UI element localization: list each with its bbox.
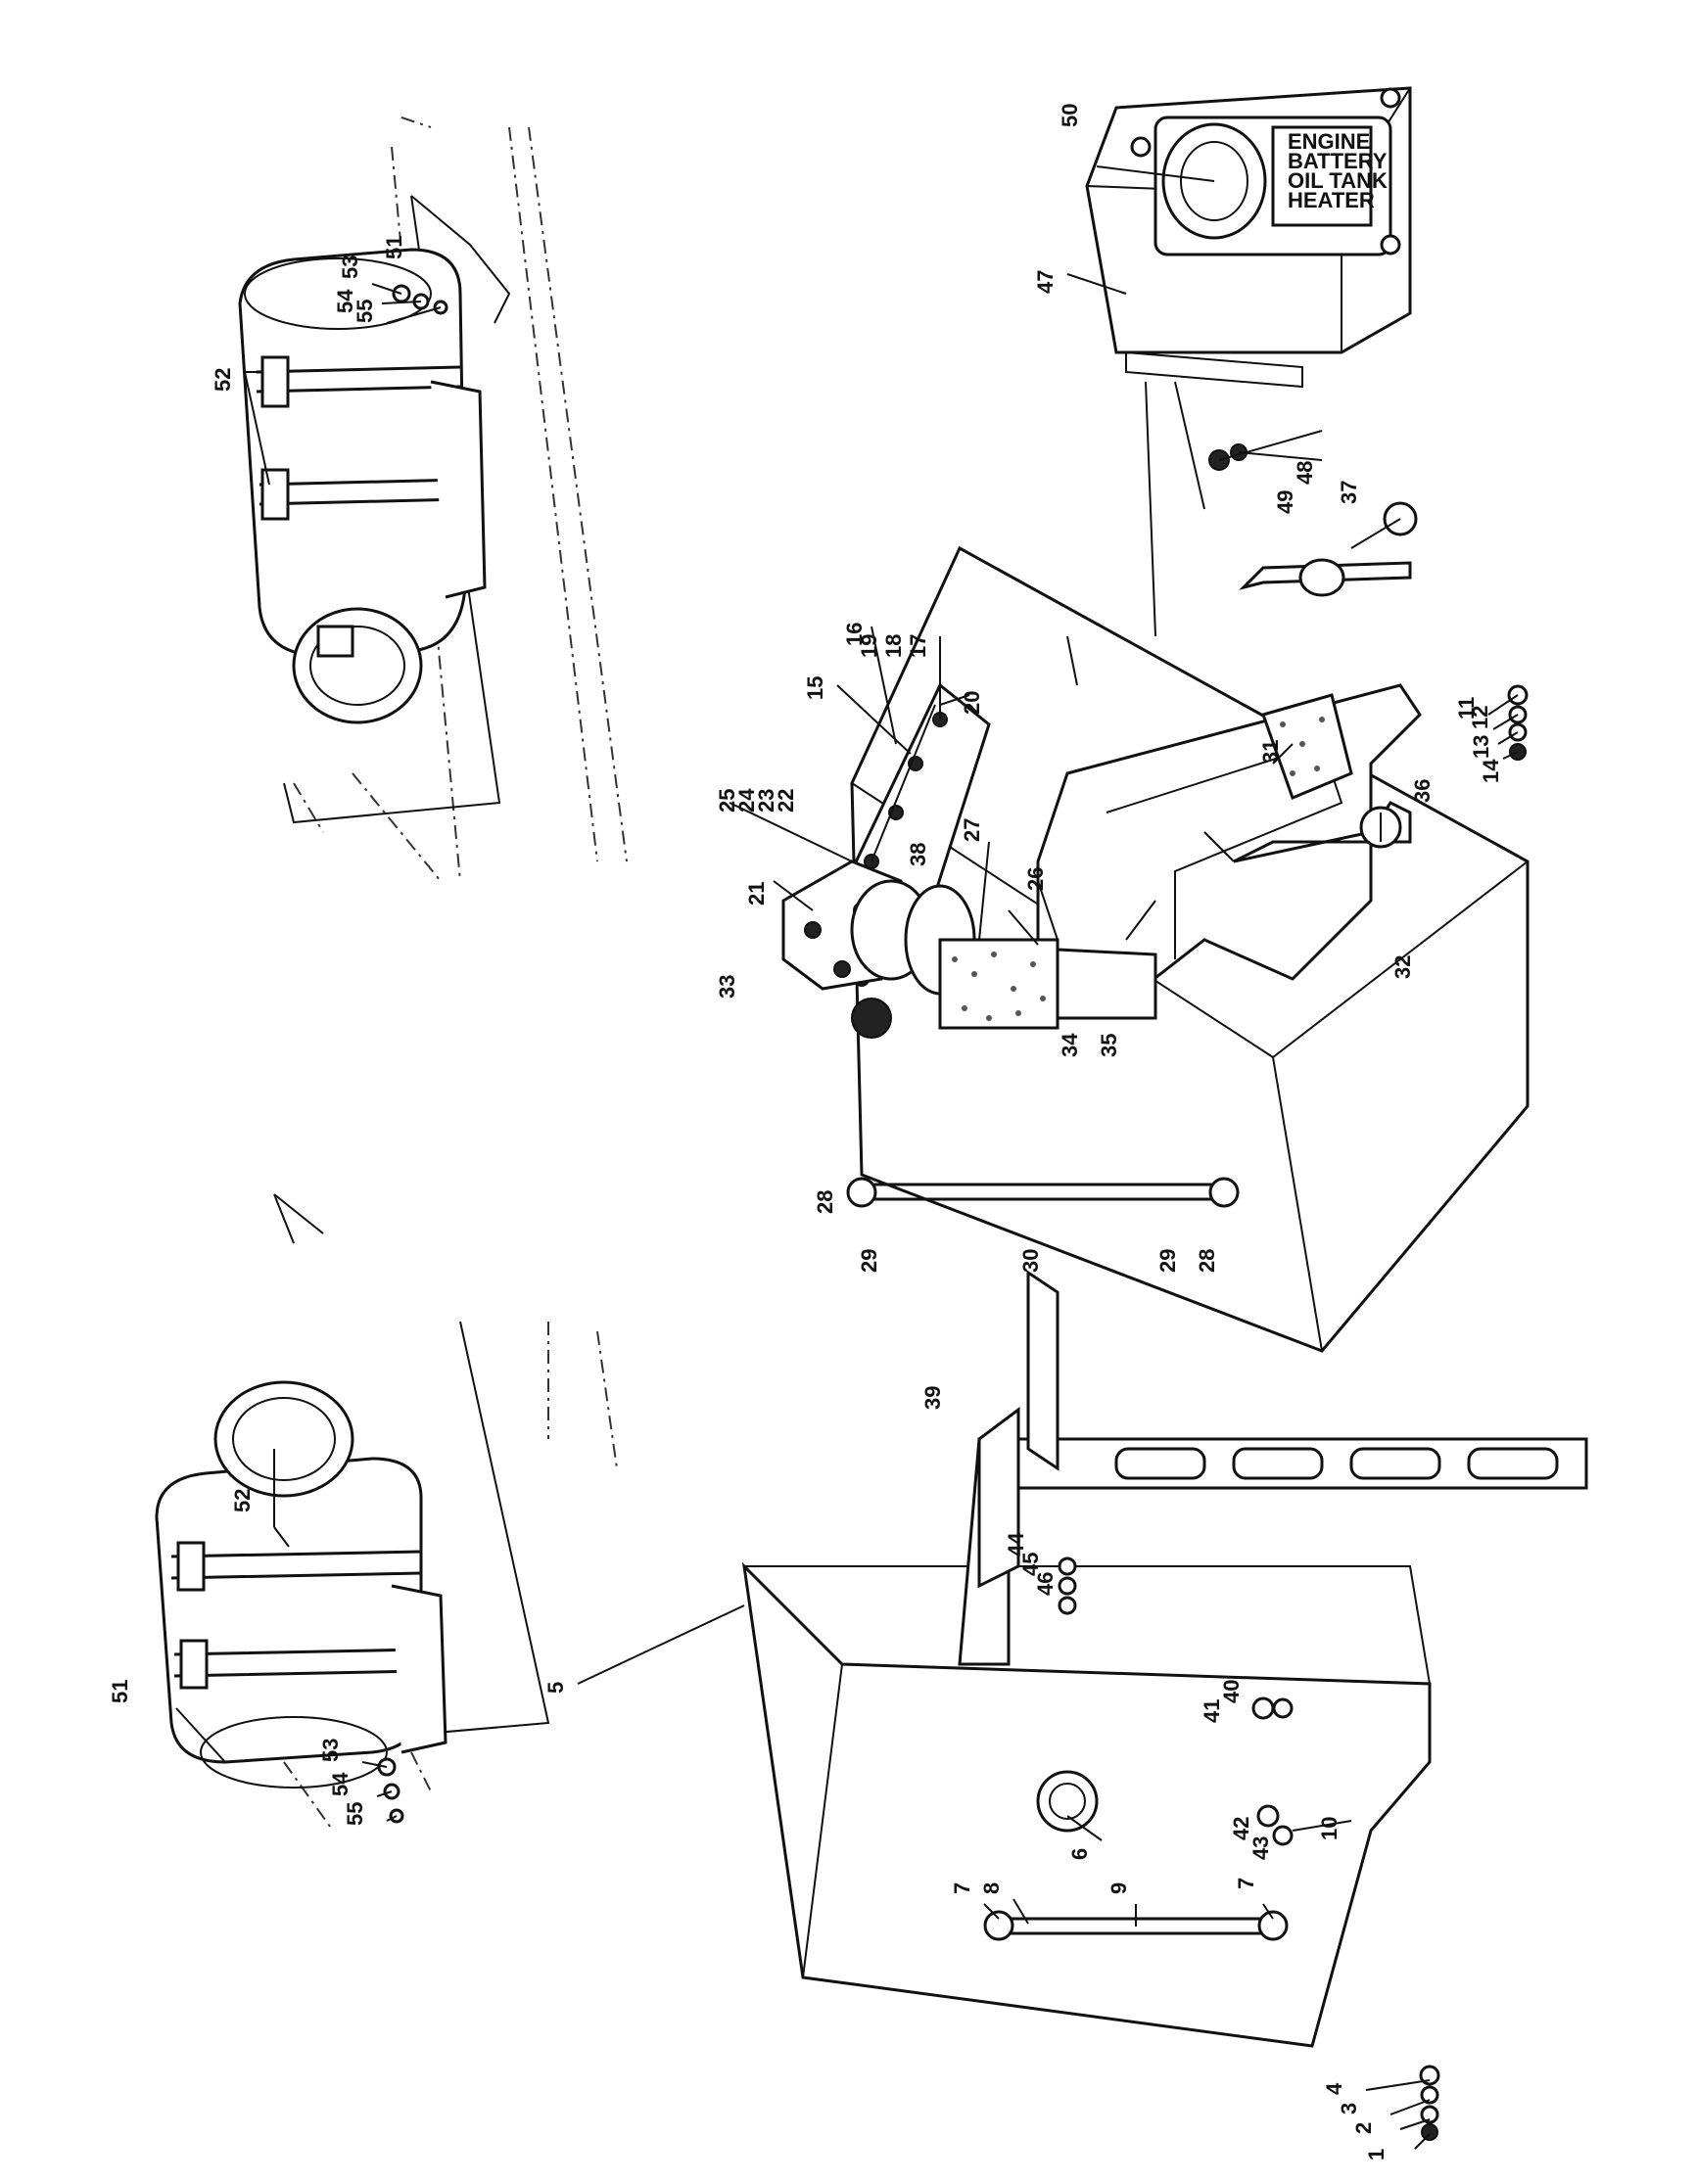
leader-lines bbox=[175, 165, 1519, 2150]
callout-5: 5 bbox=[543, 1682, 568, 1694]
callout-44: 44 bbox=[1004, 1532, 1028, 1557]
callout-25: 25 bbox=[715, 789, 739, 813]
callout-42: 42 bbox=[1229, 1817, 1253, 1840]
nameplate-line-1: ENGINE bbox=[1288, 129, 1370, 154]
callout-27: 27 bbox=[960, 818, 984, 842]
callout-4: 4 bbox=[1322, 2082, 1346, 2095]
callout-12: 12 bbox=[1468, 706, 1492, 729]
callout-48: 48 bbox=[1293, 461, 1317, 485]
callout-32: 32 bbox=[1390, 955, 1415, 979]
callout-7a: 7 bbox=[950, 1882, 974, 1894]
callout-55b: 55 bbox=[343, 1802, 367, 1826]
callout-49: 49 bbox=[1273, 490, 1297, 514]
nameplate-line-3: OIL TANK bbox=[1288, 168, 1388, 193]
callout-17: 17 bbox=[906, 634, 930, 658]
callout-50: 50 bbox=[1058, 104, 1082, 127]
callout-26: 26 bbox=[1023, 867, 1048, 891]
callout-18: 18 bbox=[881, 634, 906, 658]
callout-35: 35 bbox=[1097, 1034, 1121, 1057]
main-tank-5 bbox=[741, 1270, 1588, 2141]
callout-13: 13 bbox=[1469, 735, 1493, 759]
callout-52a: 52 bbox=[211, 368, 235, 392]
callout-34: 34 bbox=[1058, 1033, 1082, 1057]
callout-46: 46 bbox=[1033, 1572, 1058, 1596]
callout-28a: 28 bbox=[813, 1190, 837, 1214]
callout-20: 20 bbox=[960, 691, 984, 715]
heater-assembly-upper bbox=[238, 116, 628, 882]
callout-21: 21 bbox=[744, 882, 769, 906]
callout-36: 36 bbox=[1410, 779, 1435, 803]
callout-11: 11 bbox=[1454, 697, 1479, 720]
callout-29b: 29 bbox=[1155, 1249, 1180, 1273]
callout-54b: 54 bbox=[328, 1772, 353, 1796]
callout-54a: 54 bbox=[333, 289, 357, 313]
callout-1: 1 bbox=[1364, 2149, 1389, 2161]
callout-14: 14 bbox=[1479, 759, 1503, 783]
callout-51a: 51 bbox=[382, 236, 406, 259]
callout-7b: 7 bbox=[1234, 1878, 1258, 1889]
callout-31: 31 bbox=[1258, 740, 1283, 764]
callout-8: 8 bbox=[979, 1882, 1004, 1894]
callout-2: 2 bbox=[1351, 2122, 1376, 2134]
oil-tank-15 bbox=[781, 501, 1530, 1353]
callout-52b: 52 bbox=[230, 1489, 255, 1512]
callout-51b: 51 bbox=[108, 1680, 132, 1703]
callout-labels: 1 2 3 4 5 6 7 7 8 9 10 11 12 13 14 15 16… bbox=[108, 104, 1503, 2161]
callout-23: 23 bbox=[754, 789, 778, 813]
callout-45: 45 bbox=[1018, 1553, 1043, 1576]
callout-15: 15 bbox=[803, 676, 827, 700]
callout-19: 19 bbox=[857, 634, 881, 658]
callout-22: 22 bbox=[774, 789, 798, 813]
callout-47: 47 bbox=[1033, 270, 1058, 294]
callout-43: 43 bbox=[1248, 1836, 1273, 1860]
callout-37: 37 bbox=[1337, 481, 1361, 504]
heater-assembly-lower bbox=[155, 1321, 618, 1832]
callout-40: 40 bbox=[1219, 1680, 1244, 1703]
callout-10: 10 bbox=[1317, 1817, 1342, 1840]
callout-16: 16 bbox=[842, 623, 867, 646]
callout-3: 3 bbox=[1337, 2103, 1361, 2114]
callout-39: 39 bbox=[920, 1386, 945, 1410]
callout-53a: 53 bbox=[338, 256, 362, 279]
nameplate-line-2: BATTERY bbox=[1288, 149, 1388, 173]
callout-9: 9 bbox=[1106, 1882, 1131, 1894]
callout-38: 38 bbox=[906, 843, 930, 866]
callout-28b: 28 bbox=[1195, 1249, 1219, 1273]
callout-29a: 29 bbox=[857, 1249, 881, 1273]
callout-53b: 53 bbox=[318, 1739, 343, 1762]
callout-33: 33 bbox=[715, 975, 739, 999]
nameplate-line-4: HEATER bbox=[1288, 188, 1375, 212]
callout-6: 6 bbox=[1067, 1848, 1092, 1860]
callout-55a: 55 bbox=[353, 300, 377, 323]
callout-24: 24 bbox=[734, 788, 759, 813]
callout-30: 30 bbox=[1018, 1249, 1043, 1273]
callout-41: 41 bbox=[1200, 1699, 1224, 1723]
